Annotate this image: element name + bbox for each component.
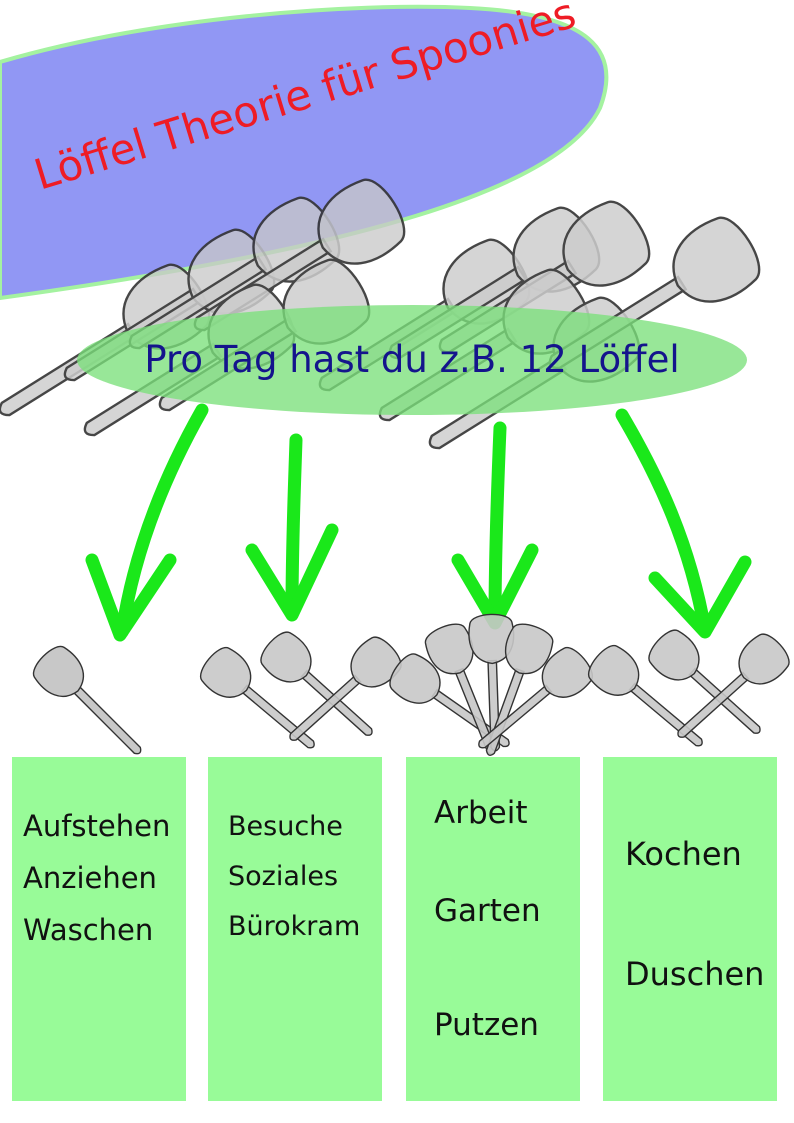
activity-label: Besuche [228, 811, 343, 842]
activity-label: Anziehen [23, 861, 157, 895]
activity-label: Soziales [228, 861, 339, 892]
activity-label: Putzen [434, 1007, 539, 1043]
activity-label: Garten [434, 893, 541, 929]
activity-box-3: Arbeit Garten Putzen [406, 757, 580, 1101]
arrow-4 [615, 408, 752, 639]
arrows [85, 403, 752, 642]
subtitle-ellipse [77, 305, 747, 415]
activity-label: Duschen [625, 955, 765, 993]
spoon-group-4 [581, 623, 794, 763]
subtitle: Pro Tag hast du z.B. 12 Löffel [144, 338, 679, 381]
spoon-group-3 [383, 612, 600, 765]
arrow-2 [245, 433, 339, 622]
spoon-group-1 [26, 639, 157, 770]
arrow-1 [85, 403, 209, 642]
activity-box-1: Aufstehen Anziehen Waschen [12, 757, 186, 1101]
spoon-icon [26, 639, 157, 770]
activity-label: Aufstehen [23, 809, 171, 843]
activity-label: Waschen [23, 913, 154, 947]
activity-box-4: Kochen Duschen [603, 757, 777, 1101]
arrow-3 [451, 421, 539, 630]
activity-box-2: Besuche Soziales Bürokram [208, 757, 382, 1101]
activity-label: Arbeit [434, 795, 528, 831]
activity-label: Bürokram [228, 911, 361, 942]
activity-label: Kochen [625, 835, 742, 873]
spoon-group-2 [193, 625, 408, 765]
